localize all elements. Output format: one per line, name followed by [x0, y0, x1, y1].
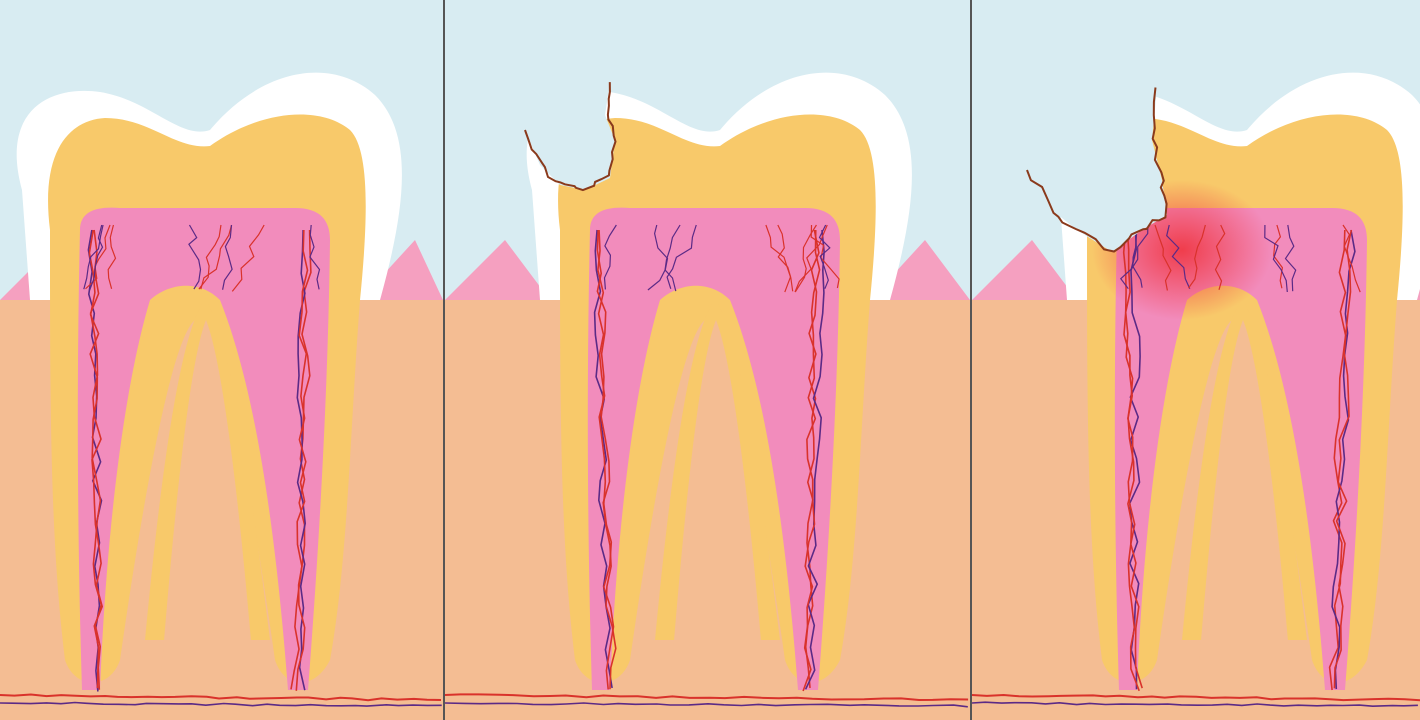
- vessel-branch: [107, 224, 117, 289]
- pulp: [587, 207, 840, 690]
- vessel-branch: [1284, 224, 1297, 292]
- vessel-branch: [1214, 224, 1226, 290]
- vessel: [596, 229, 617, 690]
- vessel-branch: [83, 224, 104, 290]
- vessel-branch: [666, 224, 697, 289]
- panel-healthy-tooth: [0, 0, 443, 720]
- vessel-branch: [200, 224, 233, 290]
- blood-vessels: [1119, 224, 1361, 692]
- panel-deep-caries: [972, 0, 1420, 720]
- panel-divider: [970, 0, 972, 720]
- vessel-branch: [647, 224, 681, 291]
- pulp: [1114, 207, 1367, 690]
- nerve-line: [0, 693, 442, 702]
- vessel-branch: [1264, 224, 1288, 293]
- vessel: [1328, 229, 1347, 691]
- cavity: [490, 40, 630, 190]
- vessel-branch: [794, 224, 817, 293]
- vessel-branch: [85, 224, 111, 290]
- vessel-branch: [188, 224, 202, 290]
- vessel-branch: [653, 224, 677, 292]
- vessel: [1333, 229, 1353, 689]
- vessel-branch: [231, 224, 265, 292]
- vessel-branch: [309, 224, 321, 290]
- gingiva-right: [870, 240, 970, 300]
- vessel: [1122, 229, 1140, 692]
- decay-edge: [1026, 87, 1168, 253]
- vessel-branch: [1166, 224, 1191, 290]
- decay-edge: [524, 82, 617, 192]
- vessel: [295, 229, 309, 691]
- vessel: [1128, 229, 1141, 690]
- vessel-branch: [777, 224, 794, 292]
- blood-vessels: [593, 224, 840, 692]
- gingiva-left: [445, 240, 550, 300]
- tooth: [490, 40, 912, 692]
- root-bone: [160, 320, 255, 690]
- vessel: [1124, 229, 1143, 689]
- vessel-branch: [603, 224, 617, 290]
- nerve-line: [972, 693, 1420, 702]
- vessel: [593, 229, 613, 689]
- vessel-branch: [1119, 224, 1149, 290]
- vessel-branch: [1188, 224, 1206, 289]
- vessel: [290, 229, 312, 690]
- panel-divider: [443, 0, 445, 720]
- root-bone: [1197, 320, 1292, 690]
- nerve-line: [445, 693, 969, 702]
- vessel: [1331, 229, 1356, 690]
- blood-vessels: [83, 224, 321, 692]
- vein-line: [972, 701, 1418, 708]
- vessel-branch: [794, 224, 828, 293]
- vein-line: [0, 701, 442, 707]
- vessel-branch: [89, 224, 104, 291]
- vessel-branch: [1342, 224, 1361, 293]
- vein-line: [445, 702, 968, 708]
- tooth: [1017, 40, 1420, 692]
- vessel-branch: [1154, 224, 1172, 291]
- gingiva-left: [972, 240, 1077, 300]
- root-bone: [670, 320, 765, 690]
- cavity: [1017, 40, 1167, 252]
- vessel-branch: [818, 224, 831, 289]
- vessel: [597, 229, 615, 690]
- pulp: [77, 207, 330, 690]
- vessel-branch: [222, 224, 233, 290]
- tooth: [16, 72, 402, 692]
- vessel-branch: [1273, 224, 1284, 289]
- vessel: [804, 229, 825, 690]
- vessel-branch: [198, 224, 222, 290]
- panel-enamel-caries: [445, 0, 970, 720]
- vessel: [89, 229, 104, 689]
- vessel: [802, 229, 821, 692]
